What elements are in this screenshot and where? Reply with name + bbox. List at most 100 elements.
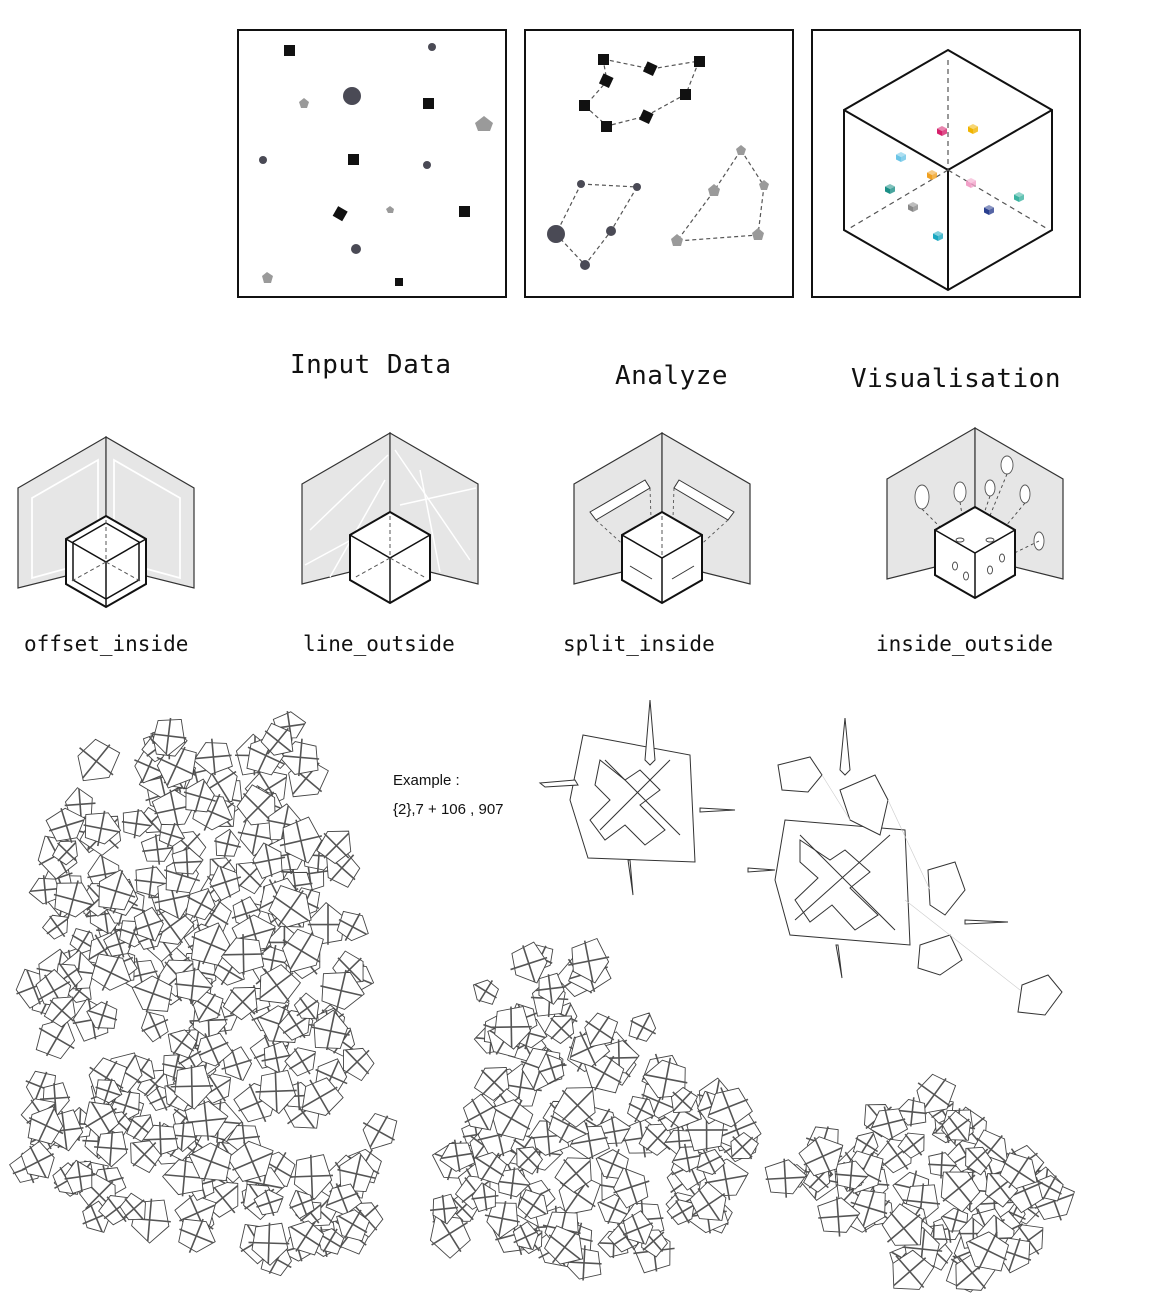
module-unit: [133, 906, 164, 942]
module-unit: [471, 1182, 499, 1213]
module-unit: [568, 937, 610, 984]
square-marker: [284, 45, 295, 56]
analyze-panel: [524, 29, 794, 298]
module-unit: [941, 1110, 971, 1141]
module-unit: [642, 1057, 688, 1100]
module-unit: [171, 847, 204, 878]
module-unit: [897, 1132, 925, 1159]
module-unit: [516, 1146, 544, 1175]
module-unit: [156, 745, 197, 789]
module-unit: [167, 1029, 198, 1059]
module-exploded-view: [538, 699, 736, 896]
module-unit: [595, 1148, 629, 1180]
module-unit: [188, 1141, 232, 1182]
module-unit: [850, 1189, 888, 1229]
module-unit: [287, 1220, 325, 1256]
module-unit: [27, 1105, 64, 1145]
module-unit: [517, 1189, 549, 1220]
module-unit: [817, 1196, 861, 1237]
module-unit: [316, 830, 352, 865]
module-unit: [965, 1146, 993, 1176]
stage-panels: [237, 29, 1081, 298]
module-unit: [311, 1009, 350, 1051]
module-unit: [881, 1203, 923, 1246]
data-cube: [896, 152, 906, 162]
pentagon-marker: [759, 180, 769, 190]
module-unit: [512, 1221, 539, 1251]
module-unit: [220, 934, 265, 975]
module-unit: [484, 1200, 520, 1239]
module-unit: [259, 964, 302, 1004]
pentagon-marker: [736, 145, 746, 155]
module-unit: [226, 1140, 274, 1182]
pentagon-marker: [299, 98, 309, 108]
module-unit: [928, 1151, 957, 1179]
dot-marker: [606, 226, 616, 236]
square-marker: [348, 154, 359, 165]
stage-title-analyze: Analyze: [615, 361, 729, 391]
module-unit: [53, 880, 95, 919]
offset-inside-icon: [17, 435, 195, 609]
module-unit: [121, 809, 153, 839]
square-marker: [694, 56, 705, 67]
data-cube: [885, 184, 895, 194]
module-unit: [462, 1093, 497, 1131]
module-unit: [537, 1053, 566, 1085]
module-unit: [64, 1159, 96, 1194]
method-icons: [17, 426, 1064, 609]
dot-marker: [577, 180, 585, 188]
module-unit: [43, 996, 76, 1028]
visualisation-panel: [811, 29, 1081, 298]
module-unit: [279, 816, 323, 864]
module-unit: [119, 1192, 146, 1221]
module-unit: [236, 784, 276, 826]
square-marker: [598, 54, 609, 65]
square-marker: [332, 206, 348, 222]
module-unit: [940, 1206, 969, 1233]
module-unit: [337, 1152, 376, 1194]
module-unit: [916, 1073, 957, 1114]
module-unit: [185, 887, 216, 921]
square-marker: [459, 206, 470, 217]
method-label-line-outside: line_outside: [303, 632, 455, 656]
module-unit: [289, 1189, 315, 1220]
module-unit: [293, 992, 320, 1020]
inside-outside-icon: [886, 426, 1064, 600]
dot-marker: [428, 43, 436, 51]
module-unit: [638, 1123, 673, 1156]
module-unit: [152, 905, 195, 945]
pentagon-marker: [671, 234, 683, 246]
module-unit: [222, 986, 258, 1021]
module-unit: [307, 902, 349, 946]
square-marker: [423, 98, 434, 109]
module-unit: [666, 1199, 695, 1226]
module-unit: [439, 1139, 476, 1173]
module-unit: [473, 1151, 508, 1185]
module-unit: [301, 1077, 344, 1116]
dot-marker: [343, 87, 361, 105]
module-unit: [158, 822, 186, 848]
pentagon-marker: [708, 184, 720, 196]
module-unit: [336, 1209, 370, 1242]
module-unit: [554, 1157, 592, 1193]
module-unit: [84, 1101, 120, 1140]
module-unit: [252, 842, 286, 880]
module-unit: [209, 865, 242, 901]
module-unit: [940, 1171, 981, 1213]
module-unit: [892, 1249, 935, 1290]
module-unit: [45, 807, 86, 843]
module-unit: [613, 1167, 650, 1209]
module-unit: [183, 778, 216, 813]
module-unit: [473, 1066, 510, 1102]
method-label-inside-outside: inside_outside: [876, 632, 1054, 656]
module-unit: [622, 1210, 654, 1245]
module-unit: [496, 1167, 531, 1200]
data-cube: [968, 124, 978, 134]
module-unit: [543, 1225, 584, 1265]
module-unit: [870, 1106, 909, 1141]
module-unit: [90, 953, 132, 991]
module-unit: [325, 1183, 363, 1216]
module-unit: [170, 1064, 214, 1110]
module-unit: [83, 810, 122, 847]
module-unit: [130, 1140, 162, 1174]
